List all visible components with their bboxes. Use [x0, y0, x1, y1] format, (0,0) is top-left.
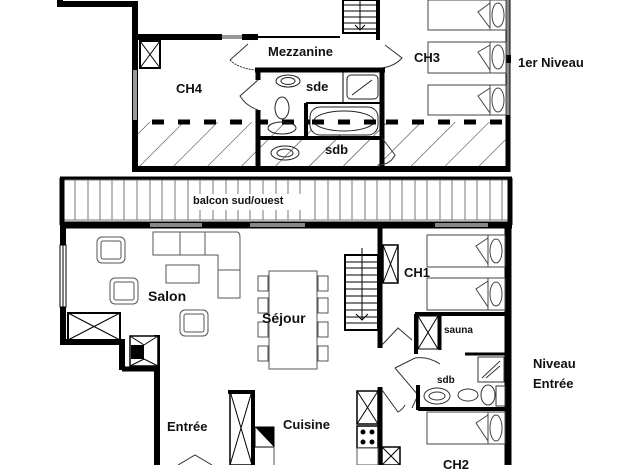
room-label-sejour: Séjour [262, 310, 306, 326]
upper-level [57, 0, 511, 172]
room-label-sdb-lower: sdb [437, 375, 455, 386]
room-label-cuisine: Cuisine [283, 417, 330, 432]
room-label-balcon: balcon sud/ouest [193, 195, 284, 207]
room-label-ch4: CH4 [176, 81, 203, 96]
balcony [59, 176, 513, 225]
room-label-ch1: CH1 [404, 265, 431, 280]
lower-level [59, 221, 512, 465]
room-label-salon: Salon [148, 288, 187, 304]
room-label-ch3: CH3 [414, 50, 441, 65]
room-label-sauna: sauna [444, 325, 473, 336]
room-label-sdb-upper: sdb [325, 142, 349, 157]
room-label-mezzanine: Mezzanine [268, 44, 334, 59]
room-label-entree: Entrée [167, 419, 208, 434]
room-label-sde: sde [306, 79, 329, 94]
level-label-first: 1er Niveau [518, 55, 584, 70]
level-label-entree-line1: Niveau [533, 356, 576, 371]
level-label-entree-line2: Entrée [533, 376, 574, 391]
